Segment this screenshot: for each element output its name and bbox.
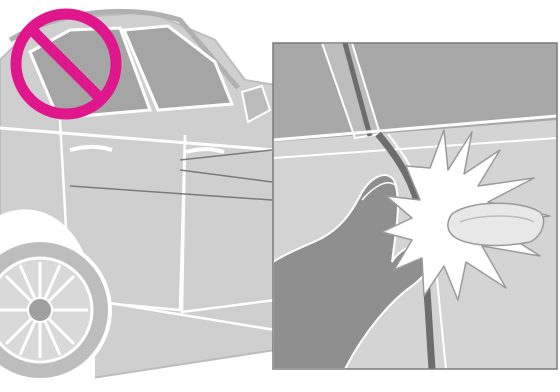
inset-door-handle [448,203,544,245]
detail-inset [273,43,557,369]
car-illustration [0,11,275,392]
